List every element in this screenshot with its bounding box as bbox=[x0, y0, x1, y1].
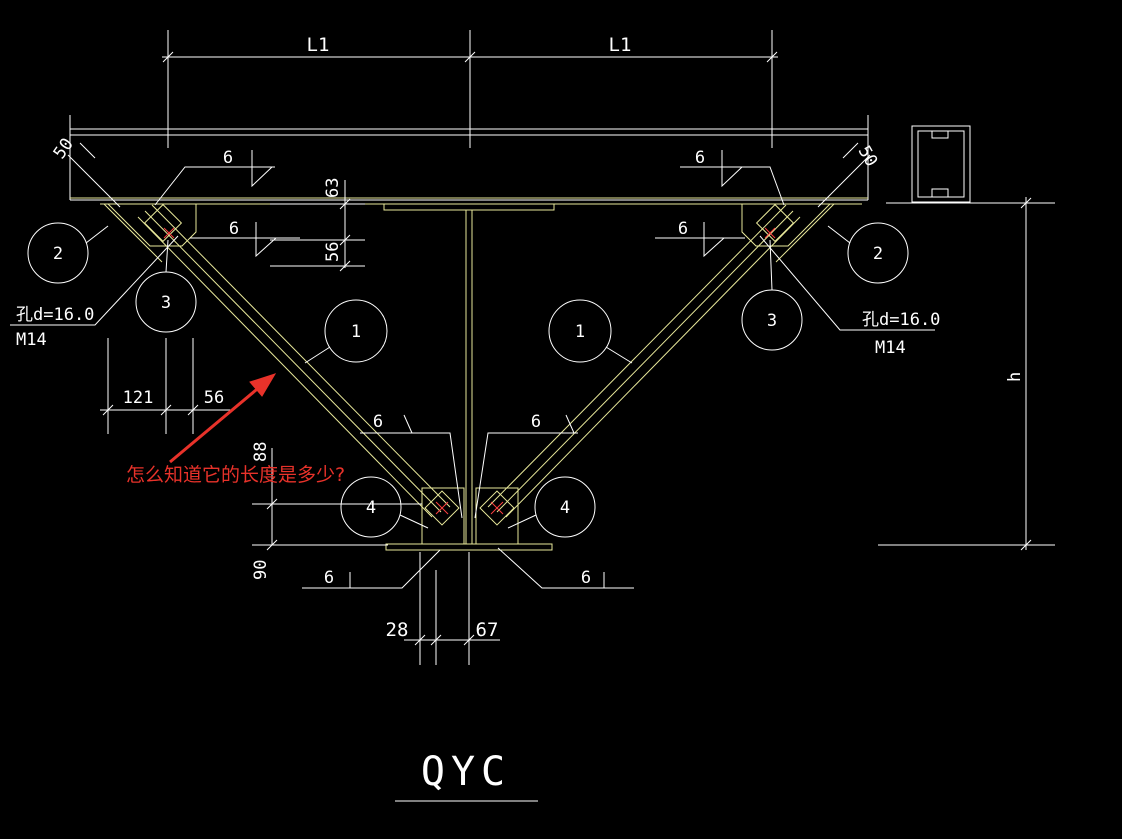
part-marker-2-right bbox=[827, 222, 909, 284]
weld-symbol-inner-left bbox=[360, 414, 463, 519]
dim-h: h bbox=[1005, 372, 1025, 382]
weld-symbol-mid-right bbox=[655, 222, 745, 258]
dim-67: 67 bbox=[476, 619, 499, 641]
top-bolt-marks bbox=[163, 227, 776, 239]
part-marker-1-right bbox=[548, 299, 633, 364]
part-marker-2-left bbox=[27, 222, 109, 284]
dim-50-left: 50 bbox=[50, 135, 78, 163]
dim-121: 121 bbox=[123, 388, 154, 408]
weld-symbol-bottom-left bbox=[302, 549, 441, 589]
l1-dimension bbox=[162, 30, 778, 148]
marker-4-right-text: 4 bbox=[560, 498, 570, 518]
weld-symbol-bottom-right bbox=[497, 547, 634, 589]
height-dimension bbox=[878, 197, 1055, 551]
annotation-question: 怎么知道它的长度是多少? bbox=[126, 464, 345, 486]
horizontal-dims-121-56 bbox=[100, 338, 232, 434]
weld-symbol-mid-left bbox=[190, 222, 300, 258]
weld-symbol-top-left bbox=[154, 150, 275, 206]
vertical-dims-63-56 bbox=[270, 180, 365, 272]
weld-symbol-top-right bbox=[680, 150, 785, 206]
red-arrow-icon bbox=[169, 373, 277, 464]
hole-leader-right bbox=[759, 235, 935, 331]
vertical-dims-88-90 bbox=[252, 448, 422, 551]
weld-top-left: 6 bbox=[223, 148, 233, 168]
marker-2-left-text: 2 bbox=[53, 244, 63, 264]
angled-dim-left bbox=[67, 142, 121, 208]
marker-2-right-text: 2 bbox=[873, 244, 883, 264]
bottom-dims-28-67 bbox=[404, 552, 500, 665]
central-post bbox=[383, 203, 555, 551]
dim-90: 90 bbox=[251, 560, 271, 580]
dim-63: 63 bbox=[323, 178, 343, 198]
part-marker-1-left bbox=[304, 299, 388, 364]
drawing-title: QYC bbox=[421, 749, 511, 795]
marker-3-left-text: 3 bbox=[161, 293, 171, 313]
part-marker-4-right bbox=[507, 476, 596, 538]
left-diagonal-brace bbox=[103, 203, 451, 518]
hole-leader-left bbox=[10, 235, 179, 326]
top-beam bbox=[69, 115, 869, 205]
angled-dim-right bbox=[817, 142, 871, 208]
hole-note-right: 孔d=16.0 bbox=[862, 310, 940, 330]
marker-4-left-text: 4 bbox=[366, 498, 376, 518]
weld-bottom-right: 6 bbox=[581, 568, 591, 588]
dim-56-vertical: 56 bbox=[323, 242, 343, 262]
weld-top-right: 6 bbox=[695, 148, 705, 168]
bolt-note-right: M14 bbox=[875, 338, 906, 358]
l1-left-label: L1 bbox=[307, 34, 330, 56]
weld-bottom-left: 6 bbox=[324, 568, 334, 588]
marker-1-left-text: 1 bbox=[351, 322, 361, 342]
part-marker-3-right bbox=[741, 239, 803, 351]
l1-right-label: L1 bbox=[609, 34, 632, 56]
beam-section-view bbox=[886, 125, 1055, 204]
weld-inner-left: 6 bbox=[373, 412, 383, 432]
dim-56-horizontal: 56 bbox=[204, 388, 224, 408]
marker-3-right-text: 3 bbox=[767, 311, 777, 331]
weld-inner-right: 6 bbox=[531, 412, 541, 432]
bottom-gusset-right bbox=[475, 487, 519, 545]
marker-1-right-text: 1 bbox=[575, 322, 585, 342]
right-diagonal-brace bbox=[487, 203, 835, 518]
hole-note-left: 孔d=16.0 bbox=[16, 305, 94, 325]
part-marker-3-left bbox=[135, 239, 197, 333]
part-marker-4-left bbox=[340, 476, 429, 538]
dim-88: 88 bbox=[251, 442, 271, 462]
dim-28: 28 bbox=[386, 619, 409, 641]
weld-symbol-inner-right bbox=[474, 414, 578, 519]
bolt-note-left: M14 bbox=[16, 330, 47, 350]
bottom-gusset-left bbox=[421, 487, 465, 545]
dim-50-right: 50 bbox=[854, 143, 882, 171]
weld-mid-right: 6 bbox=[678, 219, 688, 239]
weld-mid-left: 6 bbox=[229, 219, 239, 239]
